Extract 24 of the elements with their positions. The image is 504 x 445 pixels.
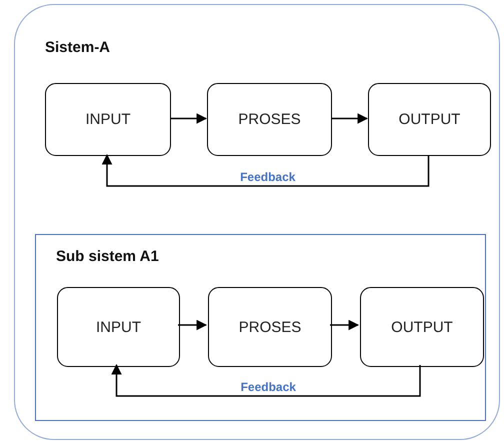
process-box (360, 287, 484, 367)
process-label: OUTPUT (391, 318, 453, 336)
arrow (111, 364, 421, 397)
process-box (208, 287, 332, 367)
process-label: INPUT (86, 111, 130, 128)
arrow (331, 113, 368, 124)
arrow (330, 320, 360, 330)
process-label: PROSES (238, 318, 302, 336)
arrow (102, 154, 430, 187)
process-label: PROSES (238, 111, 301, 128)
edge-label: Feedback (238, 380, 298, 394)
panel-title: Sub sistem A1 (56, 248, 159, 265)
arrow (178, 320, 208, 330)
edge-label: Feedback (238, 170, 298, 184)
process-box (368, 83, 491, 156)
arrow (170, 113, 208, 124)
panel-title: Sistem-A (45, 39, 110, 56)
process-box (207, 83, 332, 156)
system-panel (14, 4, 500, 440)
process-box (57, 287, 180, 367)
process-label: INPUT (96, 318, 141, 336)
process-box (45, 83, 171, 156)
process-label: OUTPUT (398, 111, 460, 128)
subsystem-panel (35, 234, 486, 421)
